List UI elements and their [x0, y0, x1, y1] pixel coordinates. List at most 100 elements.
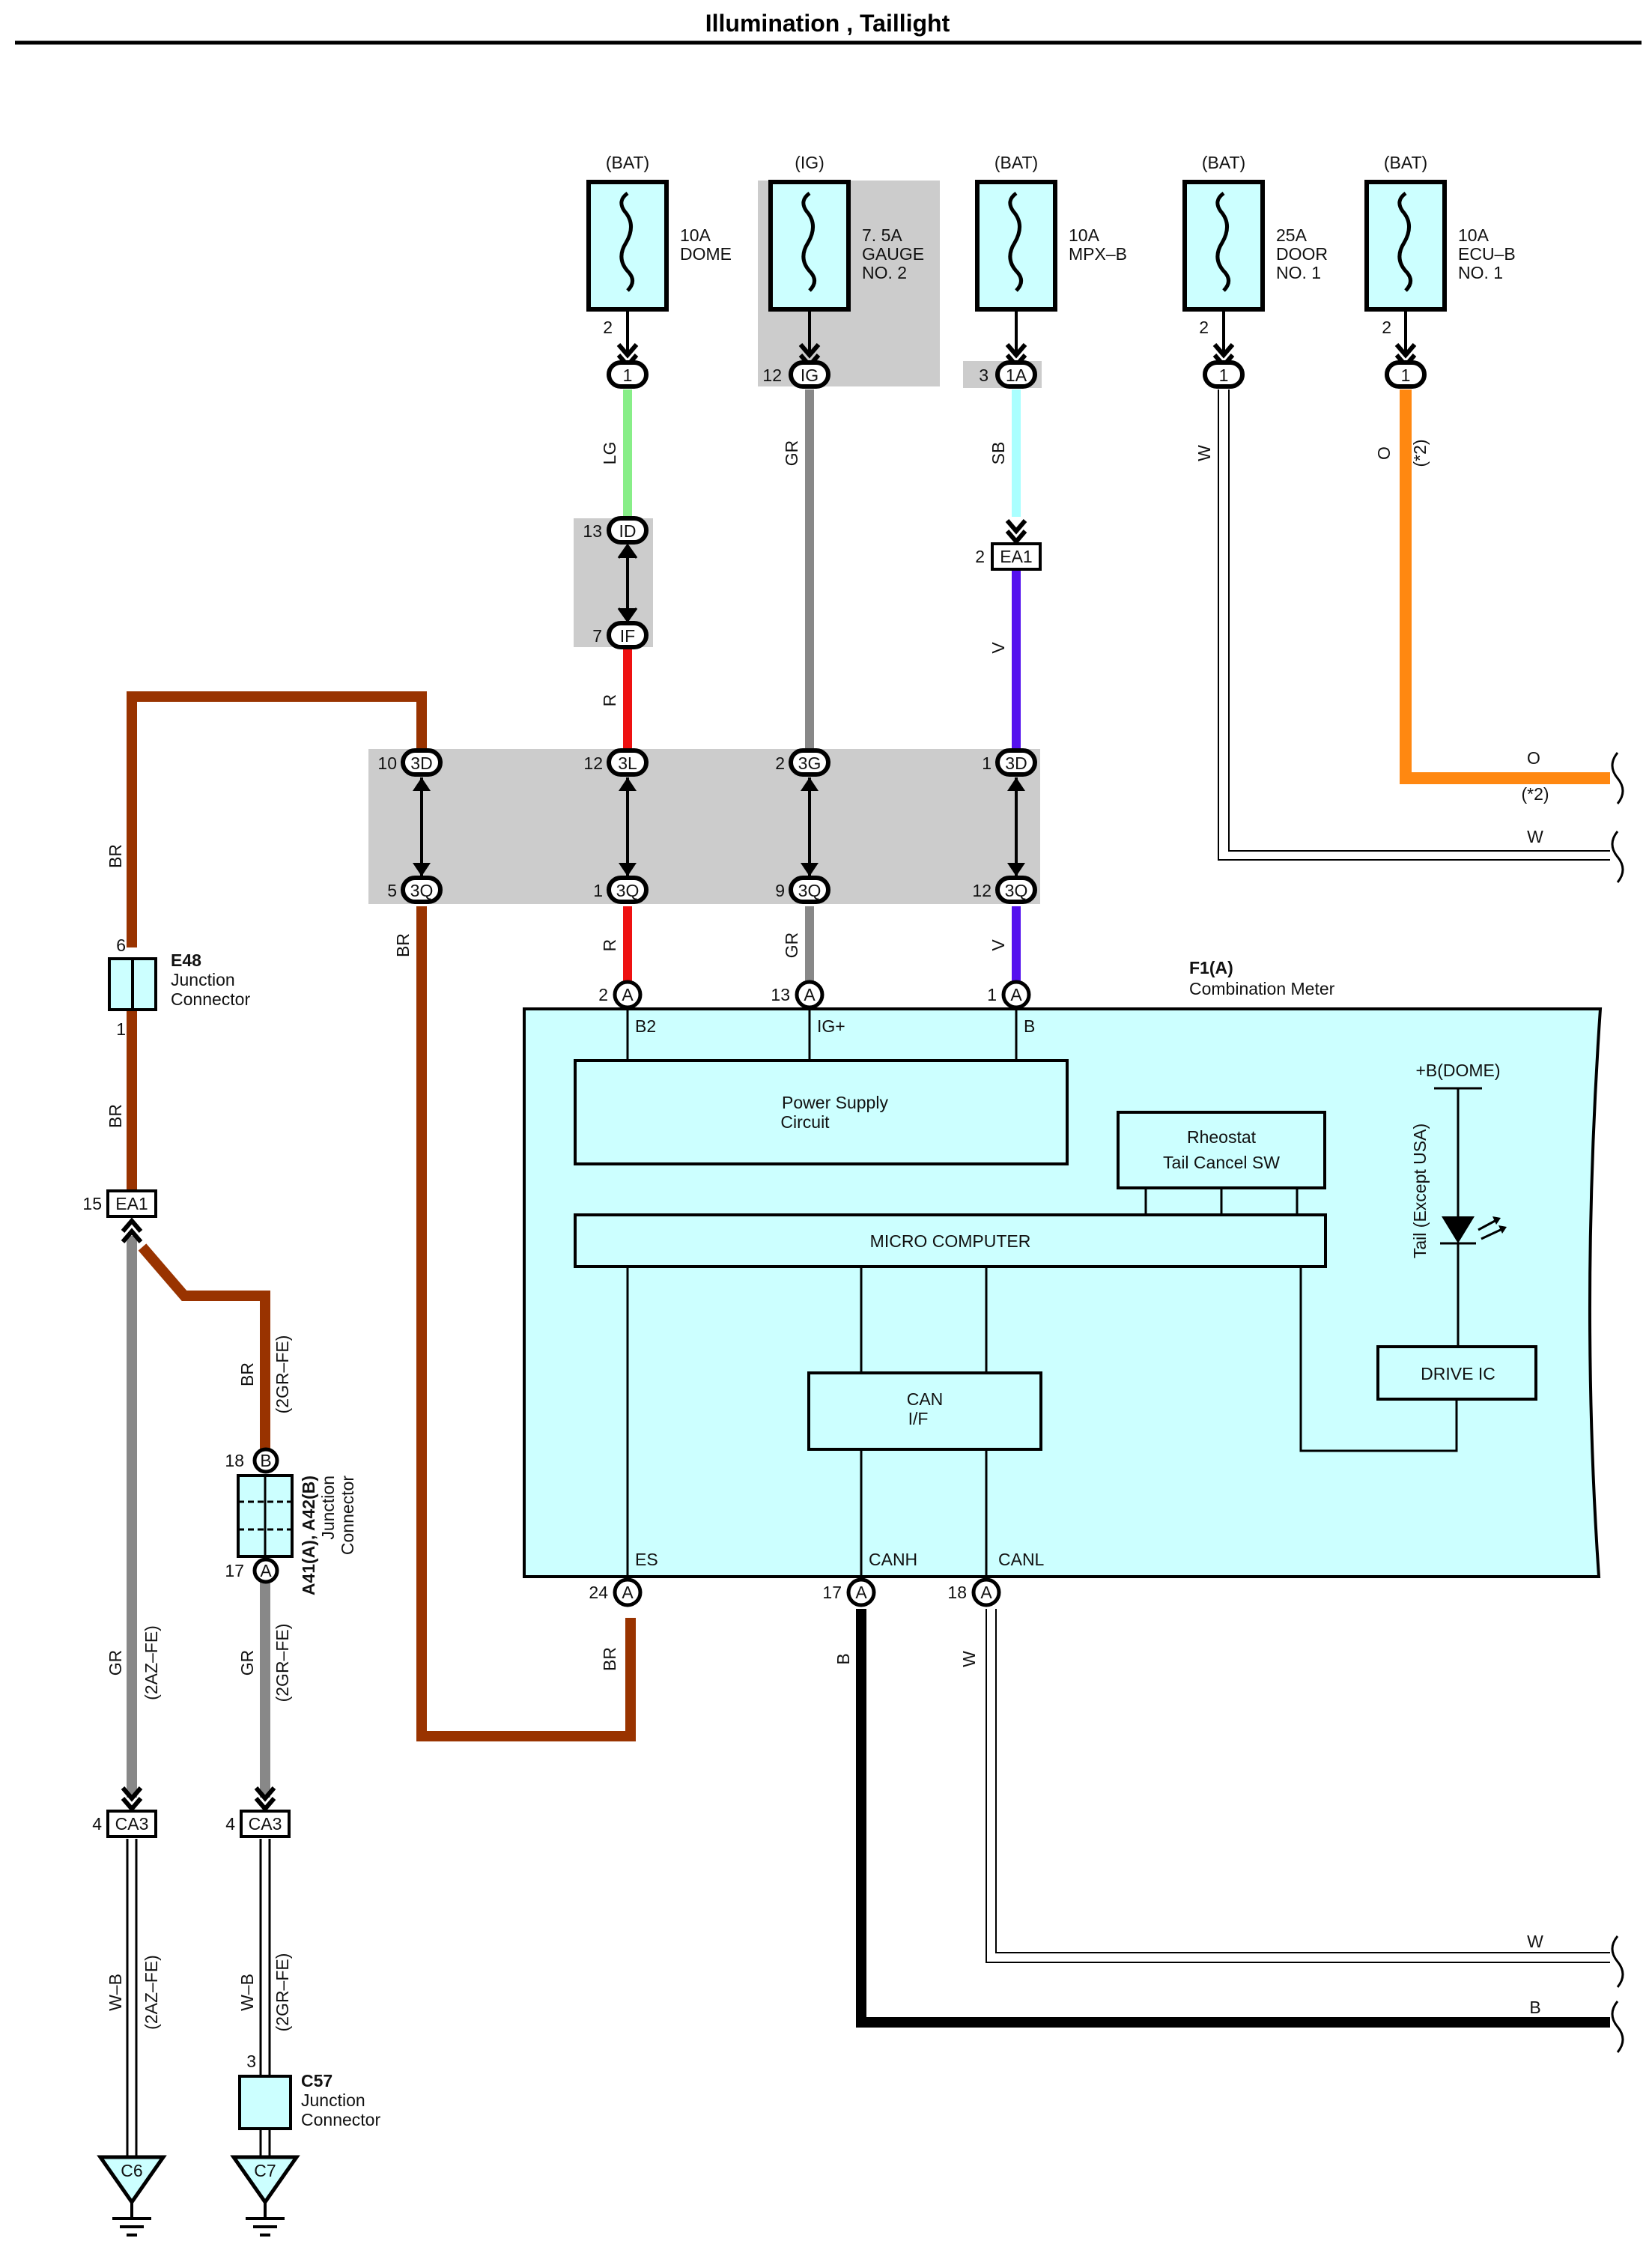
- wire-w-door-b: [1228, 389, 1610, 852]
- line-micro-drive: [1299, 1267, 1458, 1452]
- wire-b-canh: [856, 1609, 1610, 2028]
- fuse-name-2: NO. 1: [1458, 263, 1503, 282]
- c57-line2: Connector: [301, 2110, 380, 2129]
- fuse5-conn: 1: [1401, 366, 1411, 385]
- break-mark-w: [1611, 831, 1624, 883]
- label-w-door: W: [1194, 445, 1214, 461]
- break-mark-o: [1611, 752, 1624, 804]
- row-arrow-up: [1007, 777, 1025, 791]
- connector-row2-3: [995, 876, 1037, 904]
- a41-pin-a-num: 17: [225, 1561, 244, 1580]
- fuse-source: (BAT): [606, 153, 649, 172]
- fuse-name: ECU–B: [1458, 244, 1516, 264]
- connector-row1-2: [789, 748, 830, 777]
- fuse-rating: 10A: [680, 225, 711, 245]
- ground-c7: [230, 2155, 300, 2237]
- c57-id: C57: [301, 2071, 332, 2090]
- fuse-output-connectors: [607, 360, 1427, 389]
- connector-row1-label: 3D: [1005, 753, 1027, 773]
- e48-line1: Junction: [171, 970, 235, 989]
- fuse-name: GAUGE: [862, 244, 924, 264]
- label-b-right: B: [1529, 1998, 1540, 2017]
- fuse-source: (BAT): [1202, 153, 1245, 172]
- row-arrow-down: [413, 863, 431, 876]
- label-wb-left: W–B: [106, 1974, 125, 2011]
- meter-top-pin-label: A: [804, 985, 816, 1004]
- label-wb-left-engine: (2AZ–FE): [142, 1955, 161, 2030]
- meter-bottom-pin-label: A: [622, 1583, 634, 1602]
- diagram-title: Illumination , Taillight: [705, 10, 950, 37]
- wire-w-door-a: [1218, 389, 1610, 861]
- a41-pin-b: [252, 1447, 279, 1474]
- a41-id: A41(A), A42(B): [299, 1476, 318, 1595]
- drive-ic: [1376, 1345, 1537, 1401]
- meter-pin-canl: CANL: [998, 1550, 1045, 1569]
- label-w-right: W: [1527, 827, 1543, 846]
- meter-bottom-pin-0: [613, 1577, 643, 1607]
- meter-bottom-pin-num: 17: [822, 1583, 842, 1602]
- meter-pin-ig: IG+: [817, 1016, 845, 1036]
- can-if: [807, 1371, 1042, 1451]
- label-b-canh: B: [833, 1653, 853, 1664]
- meter-pin-b: B: [1024, 1016, 1035, 1036]
- connector-ea1-top-pin: 2: [975, 547, 985, 566]
- fuse2-conn: IG: [801, 366, 819, 385]
- power-supply-circuit: [574, 1059, 1069, 1165]
- connector-row1-3: [995, 748, 1037, 777]
- meter-top-pin-label: A: [622, 985, 634, 1004]
- fuse-2: [768, 180, 851, 312]
- ground-c6-label: C6: [121, 2161, 142, 2180]
- label-w-canl: W: [959, 1651, 979, 1667]
- connector-row2-label: 3Q: [1005, 881, 1028, 900]
- row-arrow-up: [619, 777, 637, 791]
- fuse-rating: 10A: [1069, 225, 1100, 245]
- fuse1-pin: 2: [603, 318, 613, 337]
- connector-row2-label: 3Q: [798, 881, 822, 900]
- fuse-rating: 7. 5A: [862, 225, 902, 245]
- connector-row2-label: 3Q: [410, 881, 434, 900]
- connector-id: [607, 516, 649, 545]
- rheostat-line2: Tail Cancel SW: [1163, 1153, 1280, 1172]
- meter-pin-canh: CANH: [869, 1550, 917, 1569]
- connector-row2-2: [789, 876, 830, 904]
- e48-pin-bottom: 1: [116, 1019, 126, 1039]
- meter-pin-es: ES: [635, 1550, 658, 1569]
- label-wb-right-engine: (2GR–FE): [273, 1953, 292, 2032]
- fuse-source: (BAT): [994, 153, 1038, 172]
- label-gr-left: GR: [106, 1650, 125, 1676]
- connector-row2-pin: 1: [593, 881, 603, 900]
- a41-pin-a-label: A: [260, 1561, 272, 1580]
- can-if-line1: CAN: [907, 1389, 944, 1409]
- fuse2-pin: 12: [762, 366, 782, 385]
- drive-ic-label: DRIVE IC: [1421, 1364, 1495, 1383]
- meter-bottom-pin-2: [971, 1577, 1001, 1607]
- connector-ca3-right: [240, 1810, 291, 1838]
- dome-label: +B(DOME): [1415, 1061, 1500, 1080]
- connector-ca3-right-pin: 4: [225, 1814, 235, 1834]
- fuse-1: [586, 180, 669, 312]
- label-br-left-top: BR: [106, 844, 125, 868]
- power-supply-line2: Circuit: [780, 1112, 830, 1132]
- connector-ea1-left-label: EA1: [115, 1194, 148, 1213]
- meter-top-pin-0: [613, 980, 643, 1010]
- fuse-name: DOME: [680, 244, 732, 264]
- connector-ca3-left-pin: 4: [92, 1814, 102, 1834]
- label-gr-top: GR: [782, 440, 801, 467]
- label-v-upper: V: [989, 642, 1008, 654]
- label-wb-right: W–B: [237, 1974, 257, 2011]
- connector-row2-pin: 5: [387, 881, 397, 900]
- connector-row1-label: 3D: [410, 753, 432, 773]
- label-br-branch: BR: [237, 1362, 257, 1386]
- label-note2-top: (*2): [1410, 439, 1430, 467]
- connector-ea1-top: [991, 542, 1042, 571]
- meter-pin-b2: B2: [635, 1016, 656, 1036]
- meter-top-pin-num: 13: [771, 985, 790, 1004]
- label-sb: SB: [989, 442, 1008, 465]
- label-br-branch-engine: (2GR–FE): [273, 1335, 292, 1414]
- e48-line2: Connector: [171, 989, 250, 1009]
- fuse-name: DOOR: [1276, 244, 1328, 264]
- label-v-lower: V: [989, 939, 1008, 951]
- connector-row1-label: 3L: [618, 753, 637, 773]
- wire-br-branch: [138, 1243, 270, 1449]
